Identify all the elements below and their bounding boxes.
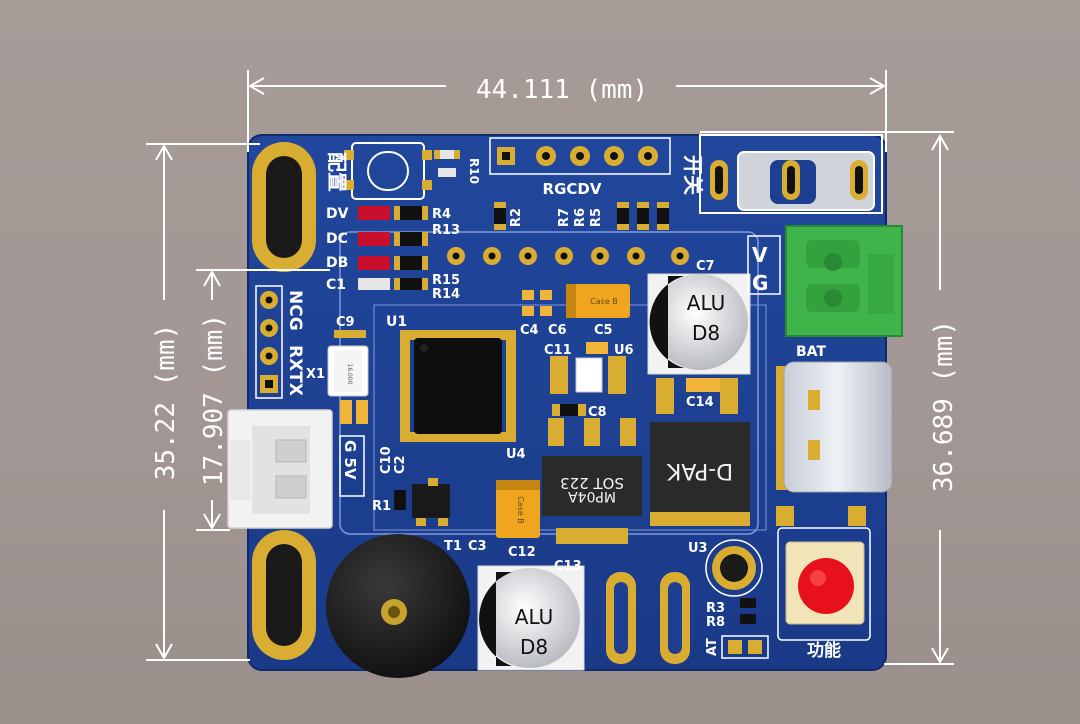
label-r7: R7 (557, 208, 572, 227)
inductor-pads (606, 572, 690, 664)
label-c4: C4 (520, 323, 539, 338)
vg-box (747, 235, 781, 295)
label-r4: R4 (432, 207, 451, 222)
dimension-height-right (700, 131, 954, 665)
label-c12: C12 (508, 545, 536, 560)
label-r8: R8 (706, 615, 725, 630)
usb-c-connector[interactable] (776, 361, 893, 493)
cap-c8 (552, 404, 586, 416)
label-bat: BAT (796, 344, 826, 360)
label-c9: C9 (336, 315, 355, 330)
label-r3: R3 (706, 601, 725, 616)
tantalum-cap-c12 (496, 480, 540, 538)
label-r14: R14 (432, 287, 460, 302)
label-sot-1: SOT 223 (560, 474, 624, 492)
label-gongneng: 功能 (807, 640, 841, 661)
label-alu-top: ALU (687, 291, 725, 315)
label-c3: C3 (468, 539, 487, 554)
label-r1: R1 (372, 499, 391, 514)
mounting-hole (705, 539, 763, 597)
label-u1: U1 (386, 314, 407, 330)
u6-regulator (550, 342, 626, 394)
label-d8-top: D8 (692, 321, 720, 345)
label-g5v: G 5V (341, 440, 359, 480)
label-g: G (752, 271, 768, 295)
label-x1: X1 (306, 367, 325, 382)
label-c11: C11 (544, 343, 572, 358)
label-sot-2: MP04A (568, 488, 616, 504)
dimension-width (247, 70, 887, 152)
label-c7: C7 (696, 259, 715, 274)
led-array (358, 206, 428, 290)
label-c1: C1 (326, 277, 346, 293)
dim-height-right-text: 36.689 (mm) (929, 320, 959, 492)
label-u3: U3 (688, 541, 708, 556)
rgcdv-header (489, 137, 671, 175)
label-u6: U6 (614, 343, 634, 358)
at-jumper (721, 598, 769, 659)
r10-resistor (434, 150, 460, 177)
label-c5: C5 (594, 323, 613, 338)
mounting-slot-bottom-left (252, 530, 316, 660)
label-t1: T1 (444, 539, 462, 554)
config-button[interactable] (344, 142, 432, 200)
caps-c4-c6 (522, 290, 552, 316)
label-dpak: D-PAK (666, 458, 733, 483)
pad-row (447, 247, 689, 265)
label-db: DB (326, 255, 348, 271)
dpak-u3 (650, 378, 750, 526)
label-dc: DC (326, 231, 348, 247)
label-u4: U4 (506, 447, 526, 462)
caps-c10-c2 (340, 400, 368, 424)
label-tant1: Case B (590, 297, 618, 306)
label-dv: DV (326, 206, 349, 222)
label-rxtx: RXTX (285, 345, 305, 396)
label-r13: R13 (432, 223, 460, 238)
label-kaiguan: 开关 (681, 155, 705, 195)
label-r10: R10 (467, 158, 481, 184)
label-d8-bottom: D8 (520, 635, 548, 659)
resistor-group-top (494, 202, 669, 230)
tantalum-cap-top (566, 284, 630, 318)
transistor-t1 (394, 478, 450, 526)
label-c13: C13 (554, 559, 582, 574)
g5v-box (339, 435, 365, 497)
electrolytic-cap-top (647, 273, 751, 375)
function-button[interactable] (776, 506, 871, 641)
dim-height-left-outer-text: 35.22 (mm) (151, 324, 181, 481)
dimension-height-left-inner (196, 269, 330, 531)
electrolytic-cap-bottom (477, 565, 585, 671)
label-c10: C10 (379, 446, 394, 474)
screw-terminal[interactable] (785, 225, 903, 337)
dim-height-left-inner-text: 17.907 (mm) (199, 314, 229, 486)
mounting-slot-top-left (252, 142, 316, 272)
label-c2: C2 (393, 455, 408, 474)
mcu-u1 (400, 330, 516, 442)
label-ncg: NCG (285, 290, 305, 331)
label-c14: C14 (686, 395, 714, 410)
label-crystal: 16.000 (346, 364, 353, 385)
sot223-u4 (542, 418, 642, 544)
uart-header (255, 285, 283, 399)
label-r15: R15 (432, 273, 460, 288)
label-c8: C8 (588, 405, 607, 420)
dimension-height-left-outer (146, 143, 260, 661)
power-switch[interactable] (699, 134, 883, 214)
label-tant2: Case B (516, 496, 525, 524)
label-v: V (752, 243, 768, 267)
crystal-x1 (327, 330, 369, 397)
buzzer (326, 534, 470, 678)
label-c6: C6 (548, 323, 567, 338)
jst-connector-5v[interactable] (227, 409, 333, 529)
label-alu-bottom: ALU (515, 605, 553, 629)
cap-c14 (686, 378, 726, 392)
label-rgcdv: RGCDV (543, 180, 602, 198)
dim-width-text: 44.111 (mm) (476, 75, 648, 105)
label-r6: R6 (573, 208, 588, 227)
label-r5: R5 (589, 208, 604, 227)
label-peizhi: 配置 (325, 152, 349, 192)
label-at: AT (705, 638, 720, 656)
label-r2: R2 (509, 208, 524, 227)
